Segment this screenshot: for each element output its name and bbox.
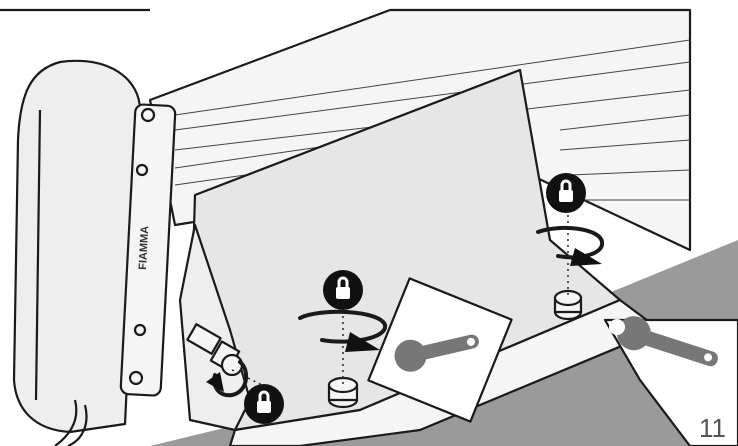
bolt-right — [555, 291, 581, 319]
lock-icon — [323, 270, 363, 310]
page-number: 11 — [699, 413, 726, 444]
lock-icon — [244, 384, 284, 424]
bracket-brand-text: FIAMMA — [137, 226, 151, 271]
bracket-screw — [130, 372, 142, 384]
bracket-screw — [142, 109, 154, 121]
bracket-screw — [135, 325, 145, 335]
lock-icon — [546, 173, 586, 213]
bracket-screw — [137, 165, 147, 175]
